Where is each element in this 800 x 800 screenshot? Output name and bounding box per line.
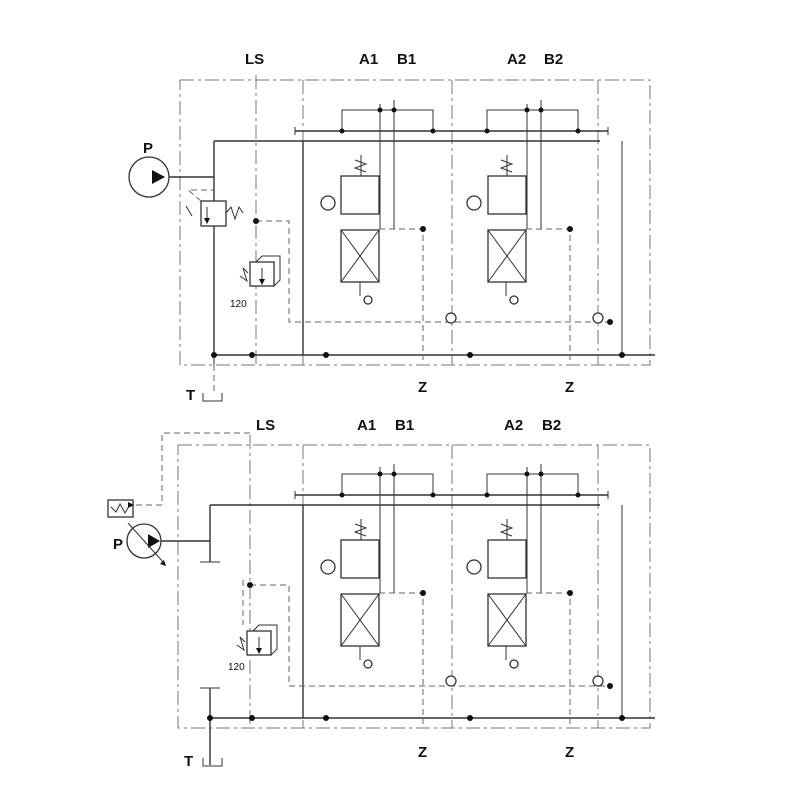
section-2-valve (466, 464, 581, 724)
port-ls-label: LS (245, 51, 264, 68)
section-1-valve (320, 464, 436, 724)
port-p-label: P (113, 536, 123, 553)
port-b1-label: B1 (397, 51, 416, 68)
relief-valve-icon (239, 255, 281, 287)
relief-setting-label: 120 (230, 299, 247, 310)
section-2-valve (466, 100, 581, 360)
relief-valve-icon (236, 624, 278, 656)
tank-symbol (202, 758, 223, 767)
relief-setting-label: 120 (228, 662, 245, 673)
port-ls-label: LS (256, 417, 275, 434)
housing-boundary (177, 444, 651, 729)
housing-boundary (179, 79, 651, 366)
port-z2-label: Z (565, 744, 574, 761)
variable-pump-icon (126, 522, 166, 566)
port-b1-label: B1 (395, 417, 414, 434)
port-p-label: P (143, 140, 153, 157)
pump-controller-icon (107, 499, 134, 518)
port-a1-label: A1 (359, 51, 378, 68)
tank-symbol (202, 393, 223, 402)
compensator-valve-icon (185, 189, 244, 227)
port-z2-label: Z (565, 379, 574, 396)
port-a2-label: A2 (507, 51, 526, 68)
port-z1-label: Z (418, 744, 427, 761)
port-t-label: T (186, 387, 195, 404)
ls-feedback-line (134, 432, 250, 506)
port-z1-label: Z (418, 379, 427, 396)
port-t-label: T (184, 753, 193, 770)
section-1-valve (320, 100, 436, 360)
port-a1-label: A1 (357, 417, 376, 434)
schematic-top: LS A1 B1 A2 B2 P T Z Z 120 (128, 51, 655, 404)
schematic-bottom: LS A1 B1 A2 B2 P T Z Z 120 (107, 417, 655, 770)
fixed-pump-icon (128, 156, 170, 198)
port-a2-label: A2 (504, 417, 523, 434)
port-b2-label: B2 (542, 417, 561, 434)
port-b2-label: B2 (544, 51, 563, 68)
